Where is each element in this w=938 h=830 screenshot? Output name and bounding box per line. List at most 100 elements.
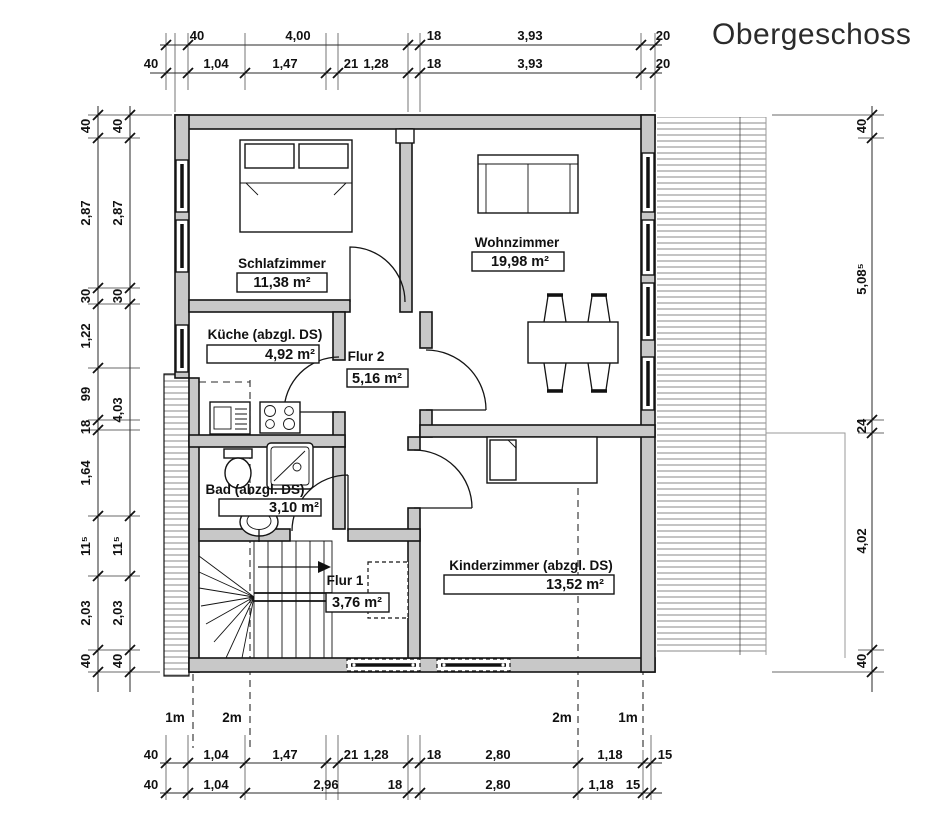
dim-label: 40: [854, 119, 869, 133]
dim-label: 40: [78, 654, 93, 668]
dimension-lines-bottom: [160, 735, 662, 800]
dim-label: 2,80: [485, 777, 510, 792]
dim-label: 20: [656, 56, 670, 71]
dim-label: 99: [78, 387, 93, 401]
dim-label: 40: [190, 28, 204, 43]
dim-label: 30: [78, 289, 93, 303]
room-label-kinderzimmer: Kinderzimmer (abzgl. DS) 13,52 m²: [443, 558, 615, 595]
dim-label: 1,04: [203, 777, 229, 792]
dim-label: 4,00: [285, 28, 310, 43]
dim-label: 1,22: [78, 323, 93, 348]
dim-label: 40: [144, 777, 158, 792]
roof-hatch-right: [657, 117, 846, 658]
dim-label: 1,64: [78, 460, 93, 486]
kitchen-sink-icon: [209, 401, 251, 435]
chimney: [395, 128, 415, 144]
dim-labels-bottom-row2: 40 1,04 2,96 18 2,80 1,18 15: [144, 777, 640, 792]
door-symbol-kinderzimmer: [413, 449, 473, 509]
dim-label: 21: [344, 56, 358, 71]
dim-label: 5,08⁵: [854, 263, 869, 294]
dim-label: 1,18: [597, 747, 622, 762]
room-label-flur2: Flur 2 5,16 m²: [346, 349, 409, 388]
dim-label: 1,04: [203, 747, 229, 762]
dim-label: 40: [144, 56, 158, 71]
stove-icon: [259, 401, 301, 434]
toilet-icon: [223, 448, 253, 489]
dim-label: 2,87: [78, 200, 93, 225]
room-name: Flur 2: [348, 349, 385, 364]
dim-label: 30: [110, 289, 125, 303]
roof-label-2m-left: 2m: [222, 710, 242, 725]
dim-label: 1,47: [272, 747, 297, 762]
window-symbol-bottom-2: [436, 658, 511, 672]
dim-labels-left-outer: 40 2,87 30 1,22 99 18 1,64 11⁵ 2,03 40: [78, 119, 93, 668]
window-symbol-right-1: [641, 152, 655, 213]
room-label-bad: Bad (abzgl. DS) 3,10 m²: [205, 482, 322, 517]
dim-label: 21: [344, 747, 358, 762]
dim-label: 1,28: [363, 747, 388, 762]
room-name: Kinderzimmer (abzgl. DS): [449, 558, 613, 573]
interior-walls: [188, 128, 656, 659]
dim-label: 1,04: [203, 56, 229, 71]
bed-single-icon: [486, 436, 598, 484]
dim-label: 2,87: [110, 200, 125, 225]
dim-label: 40: [854, 654, 869, 668]
dim-label: 18: [78, 420, 93, 434]
dim-label: 3,93: [517, 28, 542, 43]
window-symbol-right-4: [641, 356, 655, 411]
room-name: Küche (abzgl. DS): [208, 327, 323, 342]
dim-label: 2,96: [313, 777, 338, 792]
page-title: Obergeschoss: [712, 18, 912, 51]
staircase-icon: [198, 540, 333, 659]
dim-label: 18: [427, 56, 441, 71]
room-name: Bad (abzgl. DS): [205, 482, 304, 497]
dim-label: 20: [656, 28, 670, 43]
dim-label: 2,03: [78, 600, 93, 625]
dining-table-icon: [527, 293, 619, 393]
room-area: 11,38 m²: [253, 275, 310, 291]
dim-label: 15: [626, 777, 640, 792]
roof-label-1m-left: 1m: [165, 710, 185, 725]
dim-label: 1,18: [588, 777, 613, 792]
window-symbol-kitchen: [175, 324, 189, 373]
room-label-flur1: Flur 1 3,76 m²: [325, 573, 390, 613]
room-area: 13,52 m²: [546, 577, 604, 593]
roof-height-labels: 1m 2m 2m 1m: [165, 710, 638, 725]
room-name: Wohnzimmer: [475, 235, 560, 250]
dim-label: 4,03: [110, 397, 125, 422]
dim-label: 24: [854, 418, 869, 433]
window-symbol-right-3: [641, 282, 655, 341]
room-label-kueche: Küche (abzgl. DS) 4,92 m²: [206, 327, 323, 364]
shower-icon: [266, 442, 314, 490]
window-symbol-left-1: [175, 159, 189, 213]
dim-label: 11⁵: [78, 536, 93, 556]
dim-label: 18: [427, 747, 441, 762]
door-symbol-bad: [291, 474, 349, 532]
dim-label: 15: [658, 747, 672, 762]
dim-labels-left-inner: 40 2,87 30 4,03 11⁵ 2,03 40: [110, 119, 125, 668]
dimension-lines-right: [772, 106, 884, 692]
dim-label: 2,80: [485, 747, 510, 762]
dim-label: 18: [427, 28, 441, 43]
dim-label: 1,28: [363, 56, 388, 71]
room-area: 19,98 m²: [491, 254, 549, 270]
door-symbol-schlafzimmer: [349, 246, 406, 303]
room-label-wohnzimmer: Wohnzimmer 19,98 m²: [471, 235, 565, 272]
window-symbol-right-2: [641, 219, 655, 276]
roof-hatch-left: [163, 373, 190, 677]
dimension-lines-top: [150, 33, 662, 112]
dim-labels-bottom-row1: 40 1,04 1,47 21 1,28 18 2,80 1,18 15: [144, 747, 672, 762]
dim-labels-top-row1: 40 4,00 18 3,93 20: [190, 28, 670, 43]
roof-label-1m-right: 1m: [618, 710, 638, 725]
room-name: Flur 1: [327, 573, 364, 588]
room-label-schlafzimmer: Schlafzimmer 11,38 m²: [236, 256, 328, 293]
door-symbol-wohnzimmer: [425, 349, 487, 411]
dim-label: 18: [388, 777, 402, 792]
window-symbol-left-2: [175, 219, 189, 273]
room-area: 4,92 m²: [265, 347, 315, 363]
dim-label: 40: [110, 654, 125, 668]
room-area: 3,76 m²: [332, 595, 382, 611]
dim-label: 1,47: [272, 56, 297, 71]
